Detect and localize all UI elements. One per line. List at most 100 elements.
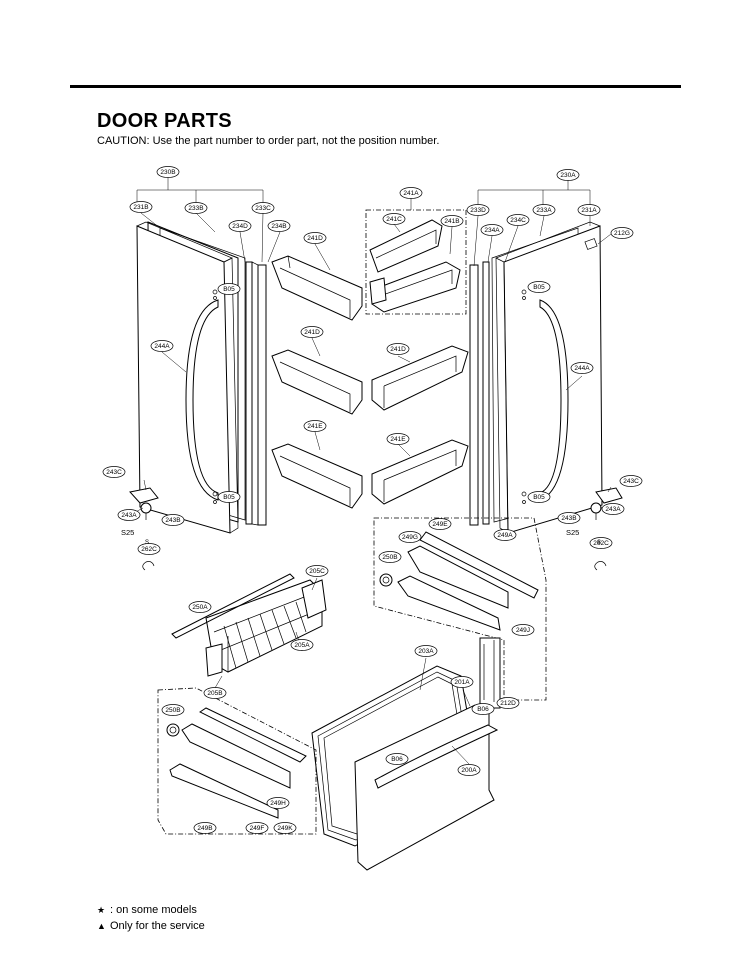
svg-text:230A: 230A — [560, 172, 576, 179]
callout-b05-4: B05 — [527, 491, 551, 503]
callout-262c-r: 262C — [589, 537, 613, 549]
svg-text:200A: 200A — [461, 767, 477, 774]
callout-241d-2: 241D — [300, 326, 324, 338]
leader-lines — [129, 198, 613, 765]
callout-244a-l: 244A — [150, 340, 174, 352]
svg-text:B05: B05 — [223, 286, 235, 293]
svg-text:234C: 234C — [510, 217, 526, 224]
svg-text:243A: 243A — [121, 512, 137, 519]
callout-labels: 230B 231B 233B 233C 234D 234B 241A 241C 241B 230A… — [102, 166, 643, 834]
svg-text:B05: B05 — [223, 494, 235, 501]
svg-text:250A: 250A — [192, 604, 208, 611]
svg-text:249G: 249G — [402, 534, 418, 541]
svg-text:243B: 243B — [165, 517, 180, 524]
callout-250a: 250A — [188, 601, 212, 613]
callout-b05-3: B05 — [217, 491, 241, 503]
label-s-left: S — [145, 540, 149, 546]
callout-212d: 212D — [496, 697, 520, 709]
label-s25-right: S25 — [566, 528, 579, 537]
svg-text:241E: 241E — [307, 423, 323, 430]
callout-249f: 249F — [245, 822, 269, 834]
callout-b05-1: B05 — [217, 283, 241, 295]
svg-text:203A: 203A — [418, 648, 434, 655]
callout-249a: 249A — [493, 529, 517, 541]
callout-212g: 212G — [610, 227, 634, 239]
callout-262c-l: 262C — [137, 543, 161, 555]
svg-text:249B: 249B — [197, 825, 212, 832]
callout-b06-2: B06 — [385, 753, 409, 765]
svg-text:205A: 205A — [294, 642, 310, 649]
legend-some-models-text: : on some models — [110, 904, 197, 916]
svg-text:241D: 241D — [304, 329, 320, 336]
callout-233a: 233A — [532, 204, 556, 216]
svg-text:B06: B06 — [391, 756, 403, 763]
callout-b06-1: B06 — [471, 703, 495, 715]
svg-text:233D: 233D — [470, 207, 486, 214]
svg-text:241D: 241D — [307, 235, 323, 242]
svg-text:241D: 241D — [390, 346, 406, 353]
callout-249k: 249K — [273, 822, 297, 834]
callout-243c-l: 243C — [102, 466, 126, 478]
svg-text:234B: 234B — [271, 223, 286, 230]
callout-234d: 234D — [228, 220, 252, 232]
callout-249e: 249E — [428, 518, 452, 530]
callout-230a: 230A — [556, 169, 580, 181]
callout-b05-2: B05 — [527, 281, 551, 293]
callout-234b: 234B — [267, 220, 291, 232]
svg-text:234A: 234A — [484, 227, 500, 234]
legend-service-text: Only for the service — [110, 920, 205, 932]
left-door-assembly — [129, 178, 267, 571]
callout-234c: 234C — [506, 214, 530, 226]
svg-text:233B: 233B — [188, 205, 203, 212]
callout-249g: 249G — [398, 531, 422, 543]
callout-249b: 249B — [193, 822, 217, 834]
callout-231a: 231A — [577, 204, 601, 216]
svg-text:249J: 249J — [516, 627, 530, 634]
callout-241e-1: 241E — [303, 420, 327, 432]
callout-231b: 231B — [129, 201, 153, 213]
svg-text:230B: 230B — [160, 169, 175, 176]
svg-text:243B: 243B — [561, 515, 576, 522]
callout-205b: 205B — [203, 687, 227, 699]
callout-241c: 241C — [382, 213, 406, 225]
svg-text:241A: 241A — [403, 190, 419, 197]
page-title: DOOR PARTS — [97, 110, 232, 132]
callout-243b-l: 243B — [161, 514, 185, 526]
callout-203a: 203A — [414, 645, 438, 657]
callout-250b-l: 250B — [161, 704, 185, 716]
legend-some-models: ★ : on some models — [97, 904, 197, 916]
svg-text:243C: 243C — [106, 469, 122, 476]
callout-233b: 233B — [184, 202, 208, 214]
svg-text:212G: 212G — [614, 230, 630, 237]
star-symbol: ★ — [97, 905, 106, 915]
callout-230b: 230B — [156, 166, 180, 178]
svg-text:249E: 249E — [432, 521, 448, 528]
label-s-right: S — [597, 540, 601, 546]
svg-text:233C: 233C — [255, 205, 271, 212]
callout-241b: 241B — [440, 215, 464, 227]
door-bins — [271, 209, 469, 509]
svg-text:B06: B06 — [477, 706, 489, 713]
callout-249h: 249H — [266, 797, 290, 809]
svg-text:205C: 205C — [309, 568, 325, 575]
callout-243b-r: 243B — [557, 512, 581, 524]
legend-service-only: ▲ Only for the service — [97, 920, 205, 932]
svg-text:249H: 249H — [270, 800, 286, 807]
svg-text:243C: 243C — [623, 478, 639, 485]
triangle-symbol: ▲ — [97, 921, 106, 931]
svg-text:234D: 234D — [232, 223, 248, 230]
callout-249j: 249J — [511, 624, 535, 636]
svg-text:262C: 262C — [593, 540, 609, 547]
callout-241d-3: 241D — [386, 343, 410, 355]
callout-200a: 200A — [457, 764, 481, 776]
svg-text:250B: 250B — [382, 554, 397, 561]
callout-243a-l: 243A — [117, 509, 141, 521]
left-door-panel — [136, 225, 231, 534]
svg-text:B05: B05 — [533, 494, 545, 501]
callout-234a: 234A — [480, 224, 504, 236]
label-s25-left: S25 — [121, 528, 134, 537]
svg-text:201A: 201A — [454, 679, 470, 686]
svg-text:249A: 249A — [497, 532, 513, 539]
callout-241e-2: 241E — [386, 433, 410, 445]
caution-note: CAUTION: Use the part number to order pa… — [97, 135, 440, 147]
